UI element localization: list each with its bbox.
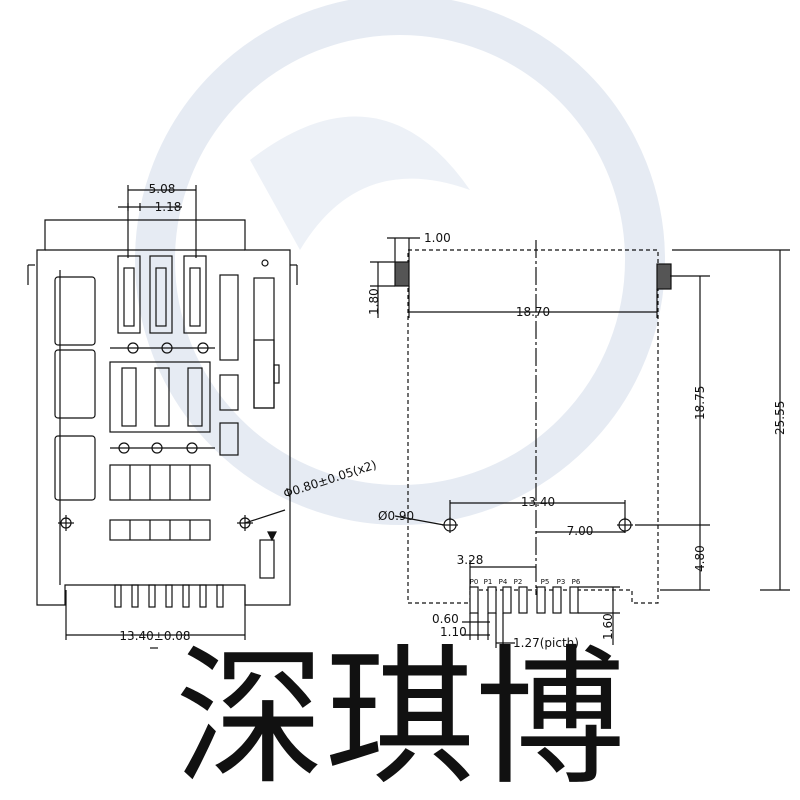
lower-contact-strip	[109, 519, 211, 541]
dim-hole-dia: Ø0.90	[378, 509, 414, 523]
pin-label: P3	[557, 578, 566, 586]
dim-pin-length: 1.60	[601, 613, 615, 640]
side-slot	[219, 422, 239, 456]
dim-pin-offset: 3.28	[457, 553, 484, 567]
top-contact-springs	[117, 255, 207, 334]
dim-bottom-width: 13.40±0.08	[119, 629, 190, 643]
dim-top-offset: 1.18	[155, 200, 182, 214]
dim-top-width: 5.08	[149, 182, 176, 196]
dim-pad-span: 18.70	[516, 305, 550, 319]
contact-rivets-bottom	[110, 442, 215, 454]
dim-pad-width: 1.00	[424, 231, 451, 245]
pin-label: P6	[572, 578, 581, 586]
side-slot	[219, 374, 239, 411]
dim-pin-width: 0.60	[432, 612, 459, 626]
right-dim-labels: 1.00 1.80 18.70 18.75 25.55 Ø0.90 13.40 …	[367, 231, 787, 650]
dim-hole-span: 13.40	[521, 495, 555, 509]
pin-label: P5	[541, 578, 550, 586]
footprint-pins	[469, 586, 579, 614]
dim-pin-step: 1.10	[440, 625, 467, 639]
dim-pad-height: 1.80	[367, 288, 381, 315]
dim-total-height: 25.55	[773, 401, 787, 435]
detect-switch	[253, 277, 275, 409]
window-cutout	[54, 349, 96, 419]
side-slot	[219, 274, 239, 361]
pin-label: P4	[499, 578, 508, 586]
pin-label: P0	[470, 578, 479, 586]
pin-label: P1	[484, 578, 493, 586]
bottom-pins	[114, 584, 224, 608]
mid-contact-springs	[121, 367, 203, 427]
pin-label: P2	[514, 578, 523, 586]
side-spring	[259, 539, 275, 579]
mid-contact-frame	[109, 361, 211, 433]
pin-labels: P0 P1 P4 P2 P5 P3 P6	[470, 578, 581, 586]
watermark: 深琪博	[135, 0, 665, 800]
window-cutout	[54, 435, 96, 501]
dim-hole-offset: 7.00	[567, 524, 594, 538]
watermark-text: 深琪博	[175, 632, 625, 800]
pad-right	[656, 263, 672, 290]
left-view	[27, 185, 298, 649]
dim-pitch: 1.27(picth)	[513, 636, 579, 650]
logo-watermark-swoosh	[250, 116, 470, 250]
pad-left	[394, 261, 410, 287]
alignment-dot	[261, 259, 269, 267]
lower-contact-block	[109, 464, 211, 501]
dim-inner-height: 18.75	[693, 386, 707, 420]
footprint-outline	[407, 249, 659, 604]
dim-bottom-height: 4.80	[693, 545, 707, 572]
right-view	[370, 237, 790, 648]
logo-watermark	[135, 0, 665, 525]
contact-rivets-top	[110, 342, 215, 354]
window-cutout	[54, 276, 96, 346]
